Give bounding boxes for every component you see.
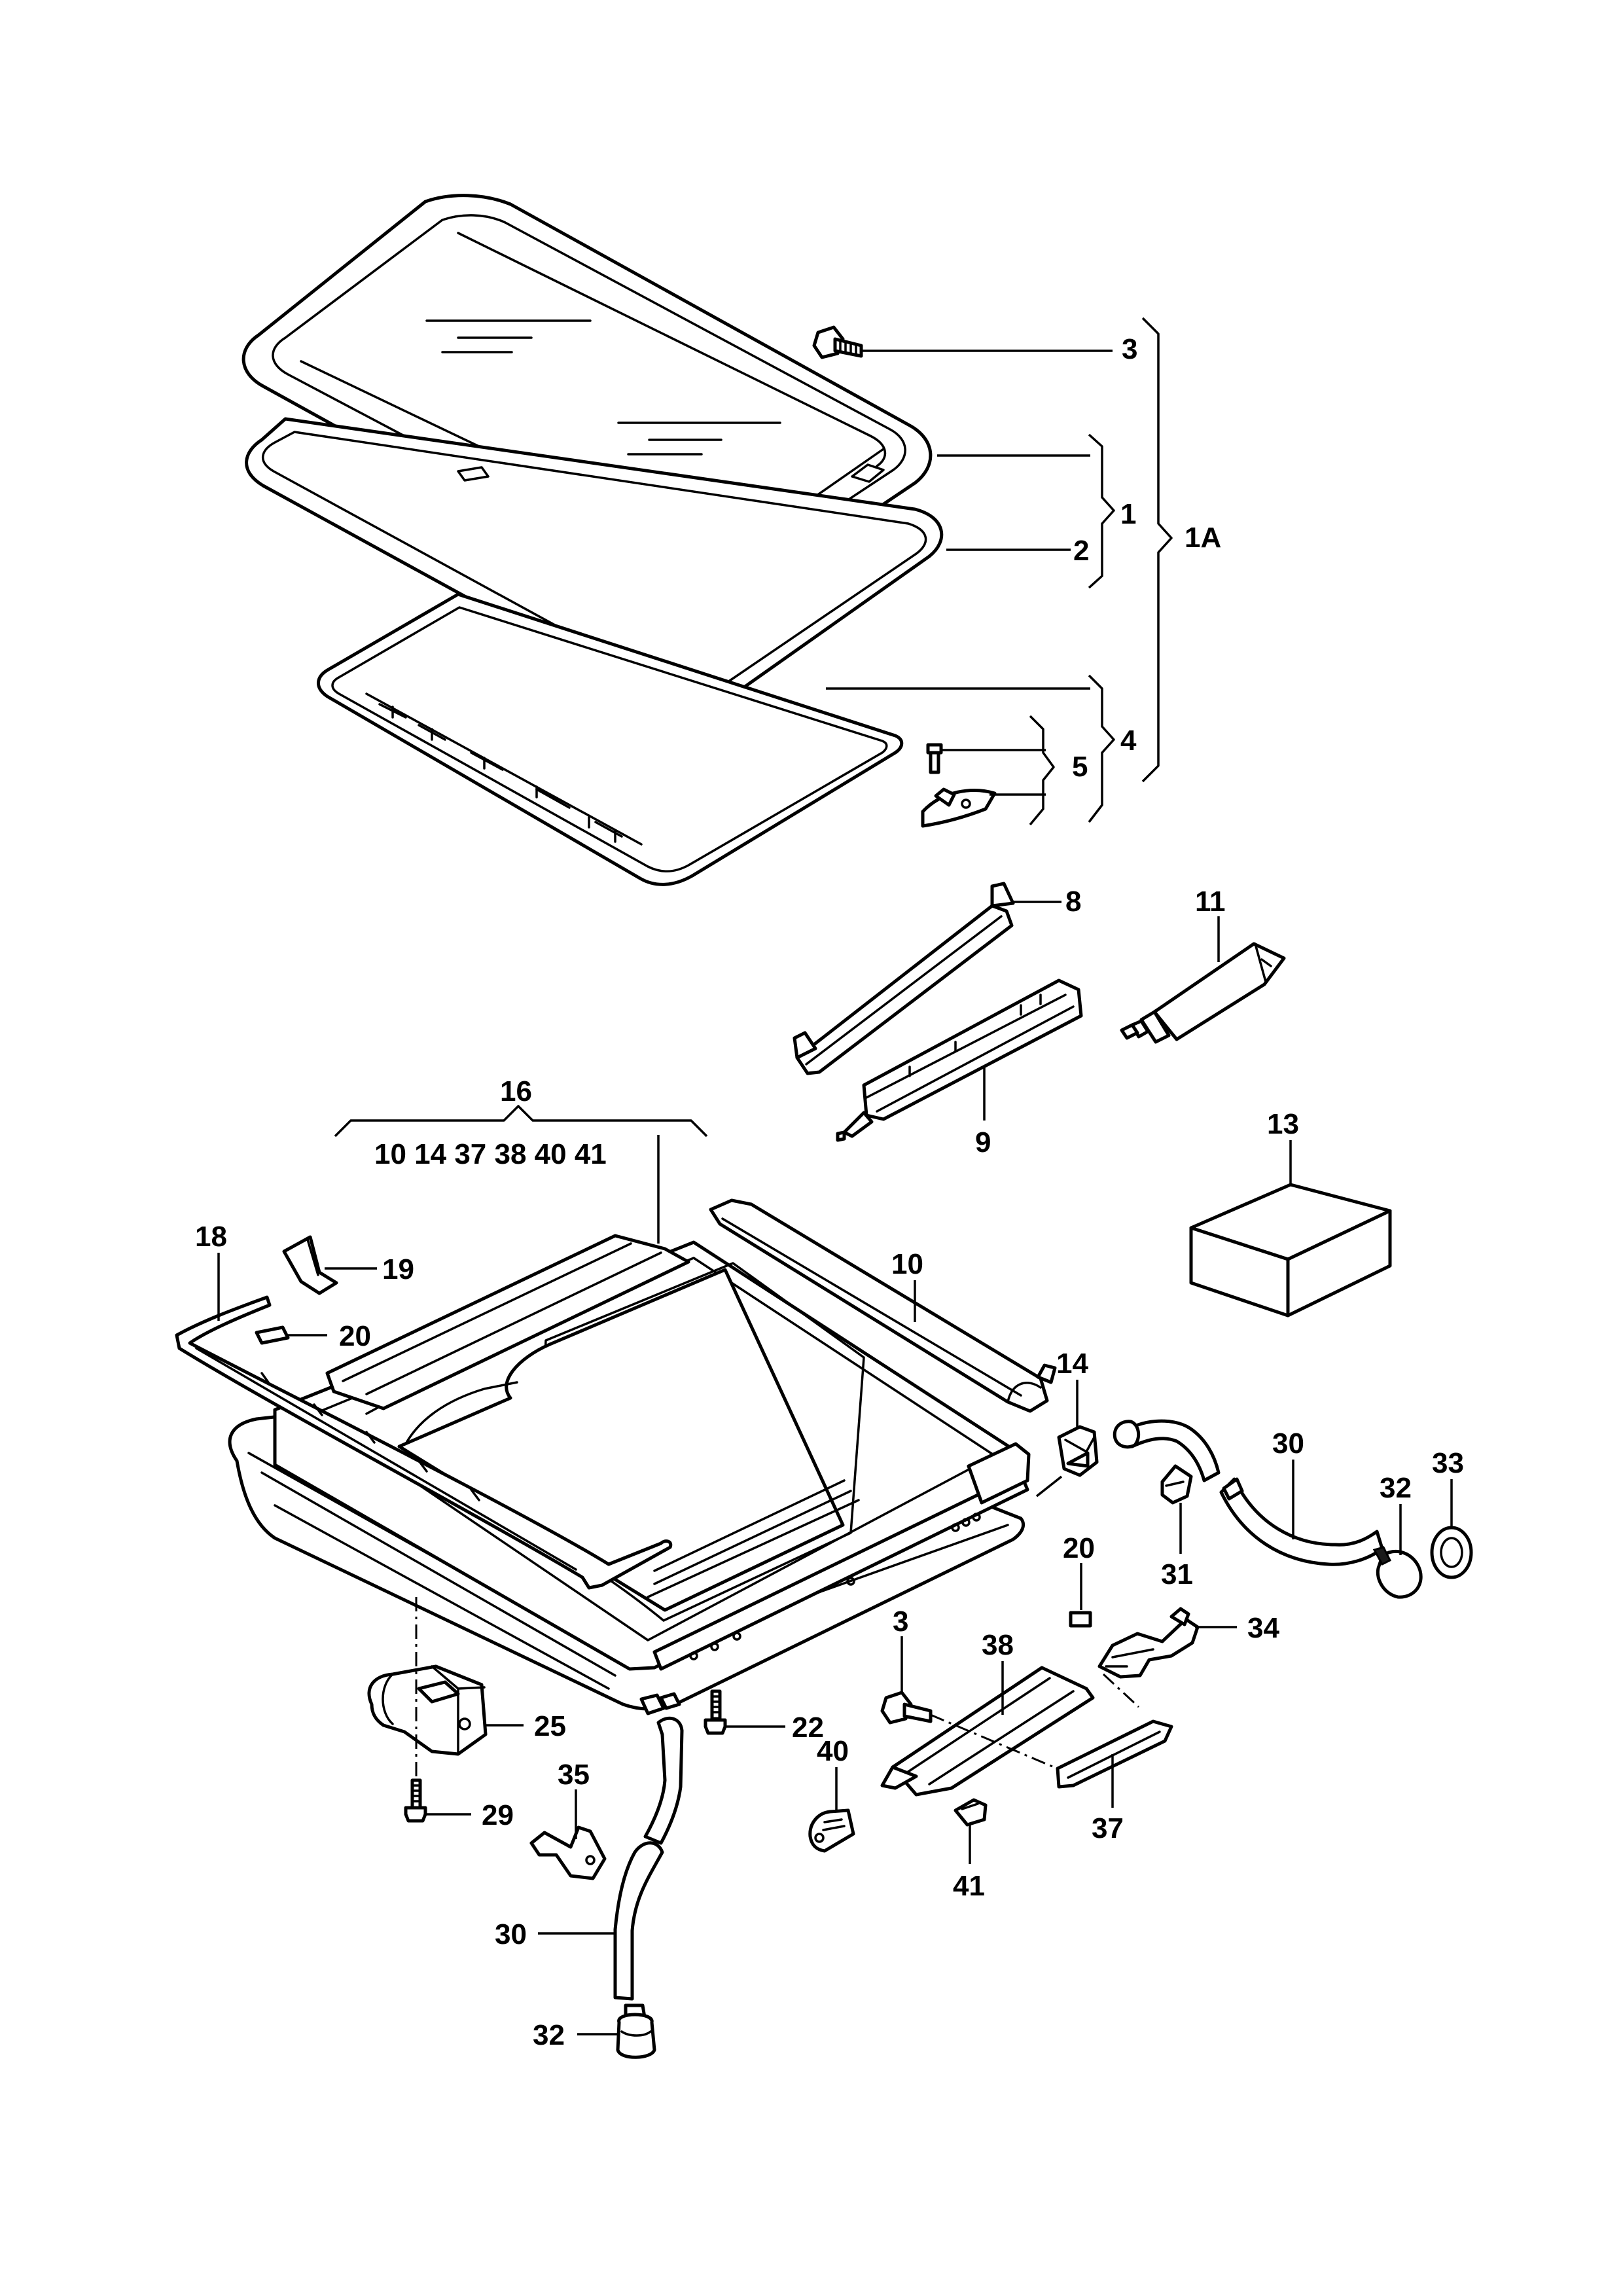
label-16: 16 — [500, 1075, 532, 1107]
callout-labels: 3 1 2 1A 4 5 8 11 9 16 10 14 37 38 40 41… — [195, 333, 1464, 2051]
brace-1 — [1088, 433, 1115, 589]
drive-motor-25 — [367, 1597, 524, 1780]
brace-16 — [334, 1105, 708, 1138]
hardware-box-13 — [1189, 1140, 1392, 1318]
brace-1A — [1141, 317, 1173, 783]
label-37: 37 — [1092, 1812, 1124, 1844]
label-8: 8 — [1065, 886, 1081, 918]
guide-14 — [1035, 1380, 1099, 1498]
clip-41 — [954, 1798, 988, 1864]
label-32-bottom: 32 — [533, 2019, 565, 2051]
brace-5 — [1029, 715, 1055, 826]
wind-deflector-seal-18 — [175, 1253, 673, 1590]
label-18: 18 — [195, 1221, 227, 1253]
label-30-bottom: 30 — [495, 1918, 527, 1950]
hose-clip-31 — [1160, 1464, 1193, 1554]
label-1A: 1A — [1185, 522, 1221, 554]
bracket-35 — [529, 1789, 607, 1880]
drain-valve-32-bottom — [577, 2003, 656, 2059]
clip-19 — [282, 1235, 377, 1295]
screw-part-5 — [926, 743, 1046, 774]
label-40: 40 — [817, 1735, 849, 1767]
wind-deflector-38 — [880, 1661, 1095, 1797]
label-4: 4 — [1120, 725, 1137, 757]
brace-4 — [1088, 674, 1115, 823]
bolt-3-mid — [880, 1636, 1061, 1771]
guide-rail-9 — [836, 978, 1083, 1142]
label-14: 14 — [1056, 1348, 1088, 1380]
label-19: 19 — [382, 1253, 414, 1285]
bolt-3-top — [812, 325, 1113, 359]
label-38: 38 — [982, 1629, 1014, 1661]
label-11: 11 — [1195, 886, 1226, 918]
label-10: 10 — [891, 1248, 923, 1280]
bolt-29 — [404, 1778, 471, 1823]
pad-20-mid — [1069, 1563, 1092, 1628]
label-2: 2 — [1073, 535, 1089, 567]
grease-tube-11 — [1120, 916, 1286, 1044]
label-29: 29 — [482, 1799, 514, 1831]
sunshade-panel — [317, 592, 904, 886]
label-41: 41 — [953, 1870, 985, 1902]
label-32-right: 32 — [1380, 1472, 1412, 1504]
pad-20-left — [255, 1325, 327, 1345]
label-30-right: 30 — [1272, 1427, 1304, 1460]
label-5: 5 — [1072, 751, 1088, 783]
label-25: 25 — [534, 1710, 566, 1742]
label-16-contents: 10 14 37 38 40 41 — [374, 1138, 607, 1170]
label-3-mid: 3 — [893, 1605, 908, 1638]
label-3-top: 3 — [1122, 333, 1137, 365]
rear-cross-rail-10 — [709, 1198, 1057, 1413]
label-22: 22 — [792, 1712, 824, 1744]
label-20-mid: 20 — [1063, 1532, 1095, 1564]
clip-40 — [808, 1767, 855, 1853]
label-13: 13 — [1267, 1108, 1299, 1140]
bracket-34 — [1097, 1607, 1237, 1679]
label-9: 9 — [975, 1126, 991, 1158]
label-20-left: 20 — [339, 1320, 371, 1352]
drain-hose-30-right — [1113, 1419, 1384, 1566]
label-34: 34 — [1247, 1612, 1279, 1644]
label-33: 33 — [1432, 1447, 1464, 1479]
deflector-arm-37 — [1056, 1673, 1173, 1808]
bolt-22 — [704, 1689, 785, 1735]
sunroof-frame — [228, 1135, 1031, 1715]
drain-hose-30-bottom — [538, 1716, 684, 2001]
grommet-33 — [1430, 1479, 1473, 1579]
guide-rail-8 — [793, 882, 1061, 1075]
label-35: 35 — [558, 1759, 590, 1791]
label-1: 1 — [1120, 498, 1136, 530]
clip-part-5 — [921, 787, 1046, 828]
label-31: 31 — [1161, 1558, 1193, 1590]
drain-valve-32-right — [1372, 1504, 1423, 1599]
